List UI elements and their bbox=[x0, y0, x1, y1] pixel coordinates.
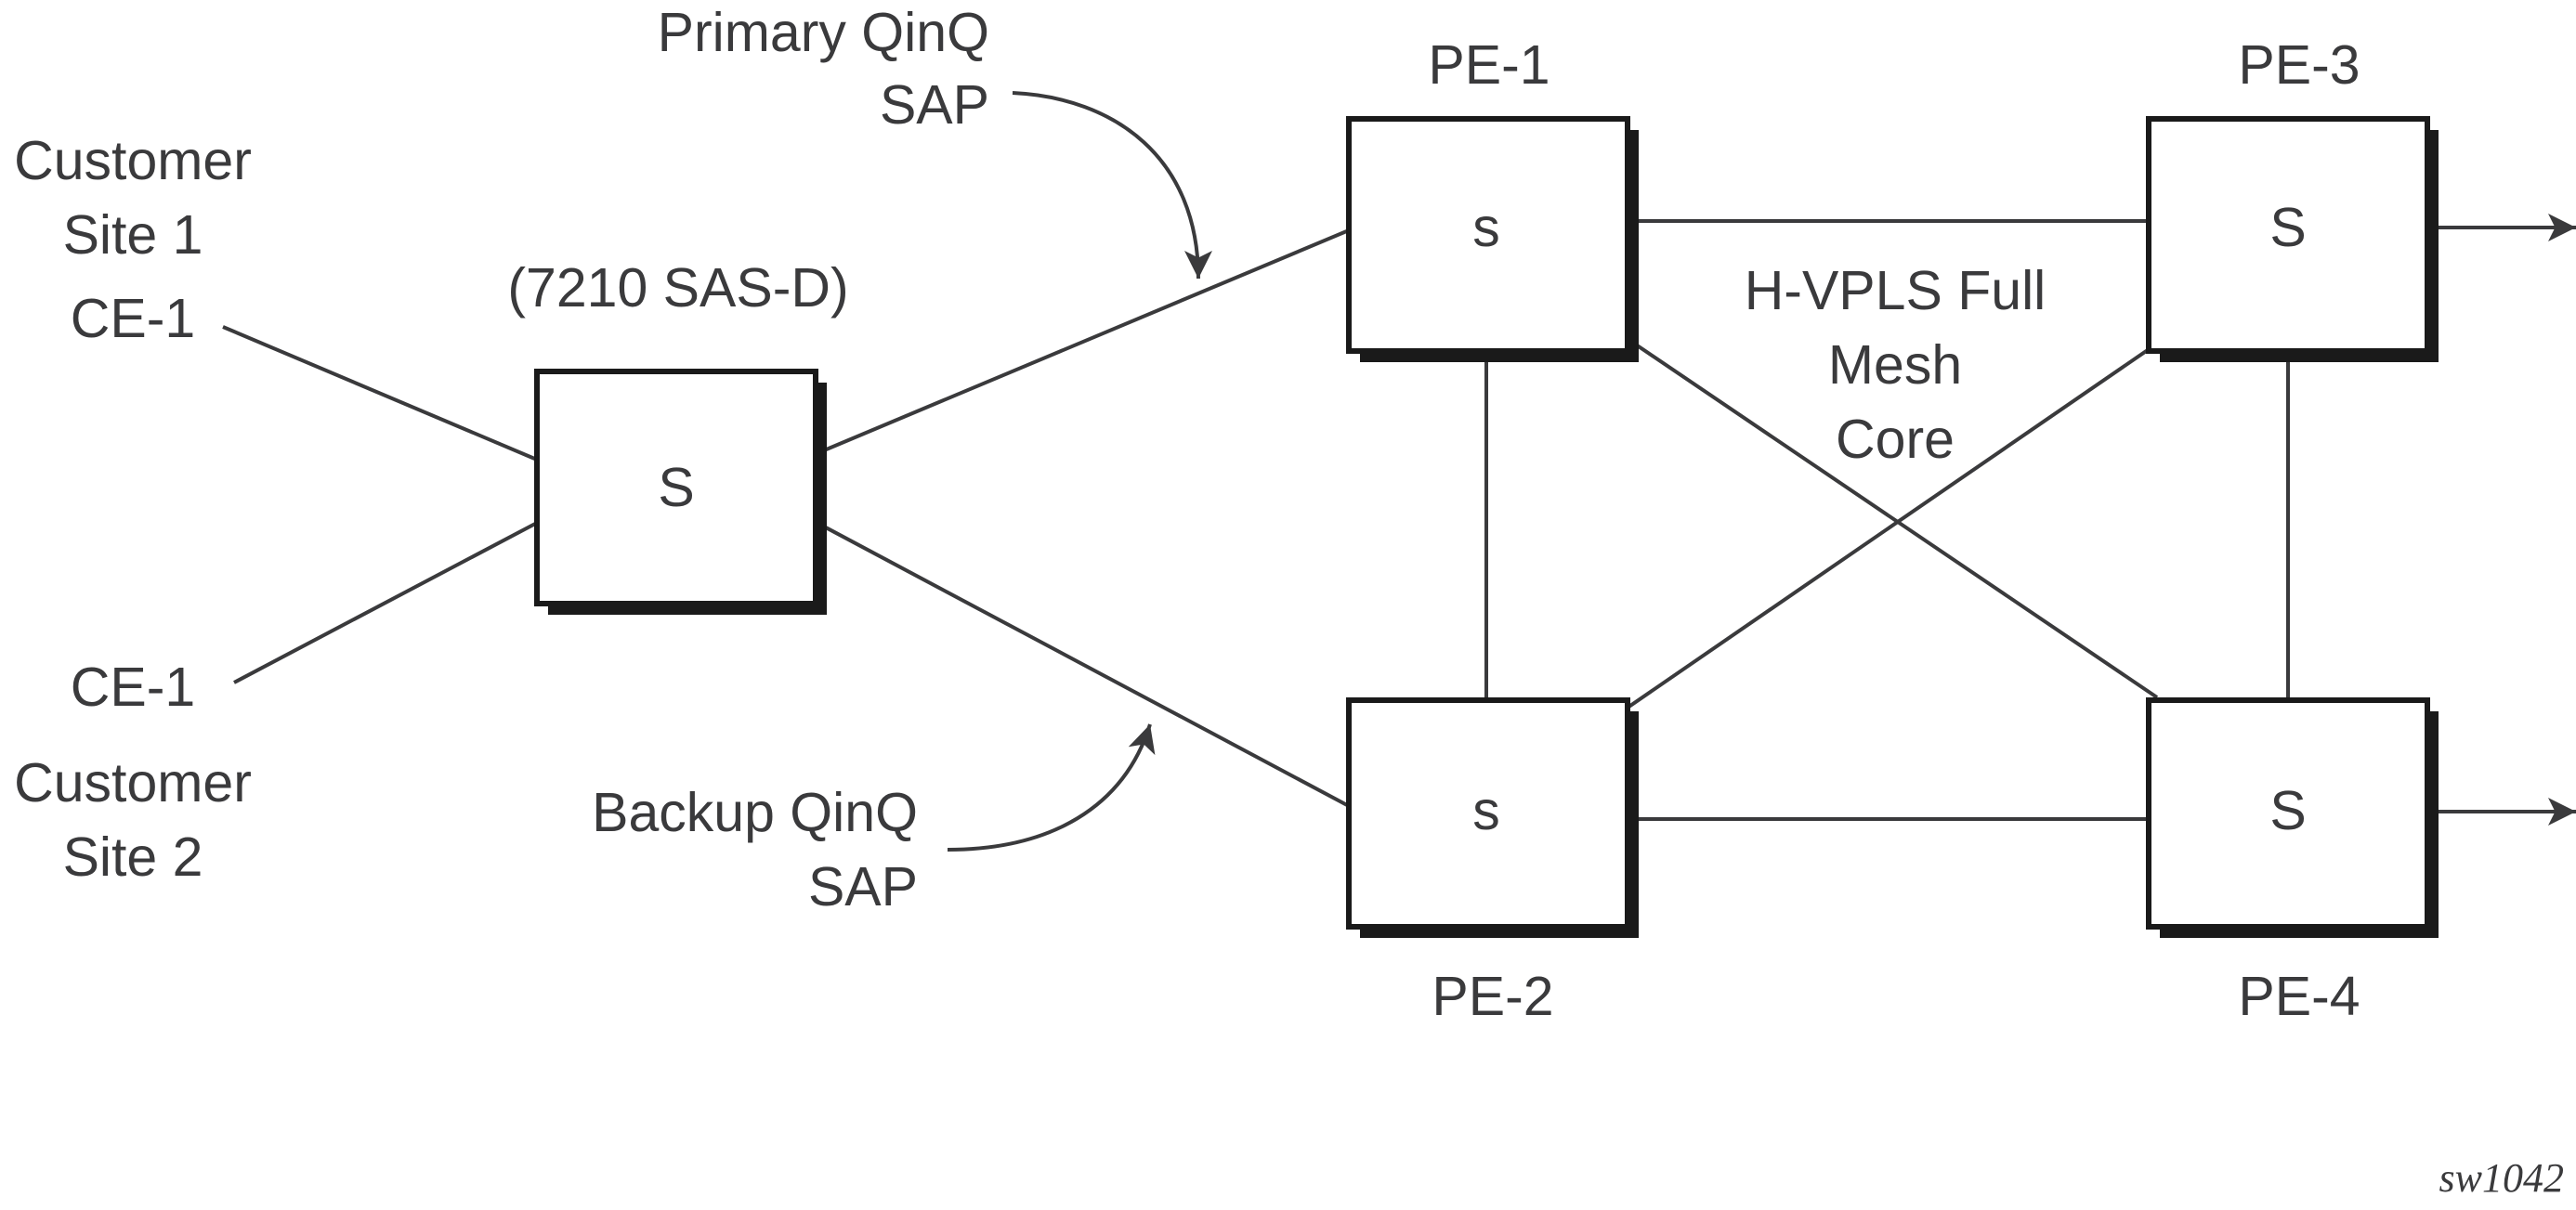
core-label-line2: Mesh bbox=[1828, 334, 1962, 396]
node-pe4: S bbox=[2146, 697, 2439, 938]
backup-sap-arrow bbox=[947, 723, 1156, 852]
customer-site-2-line2: Site 2 bbox=[63, 826, 203, 888]
node-pe1: s bbox=[1346, 116, 1639, 362]
primary-sap-label-line1: Primary QinQ bbox=[658, 2, 989, 63]
node-sas: S bbox=[534, 369, 827, 615]
core-label-line3: Core bbox=[1836, 409, 1955, 470]
figure-id: sw1042 bbox=[2439, 1155, 2564, 1201]
link-ce1-sas bbox=[222, 325, 538, 462]
customer-site-1-line2: Site 1 bbox=[63, 204, 203, 266]
link-sas-pe1 bbox=[823, 228, 1350, 452]
customer-site-1-line1: Customer bbox=[14, 130, 252, 191]
pe1-label: PE-1 bbox=[1428, 34, 1550, 96]
primary-sap-arrow bbox=[1012, 91, 1212, 280]
node-pe2-symbol: s bbox=[1472, 780, 1500, 841]
node-sas-symbol: S bbox=[658, 457, 694, 518]
customer-site-2-line1: Customer bbox=[14, 752, 252, 813]
primary-sap-label-line2: SAP bbox=[880, 74, 989, 136]
ce1-bottom-label: CE-1 bbox=[71, 657, 195, 718]
backup-sap-label-line2: SAP bbox=[808, 856, 918, 917]
link-ce1b-sas bbox=[233, 521, 538, 684]
node-pe4-symbol: S bbox=[2269, 780, 2306, 841]
labels: Primary QinQ SAP PE-1 PE-3 Customer Site… bbox=[14, 2, 2564, 1201]
pe4-label: PE-4 bbox=[2238, 966, 2360, 1027]
link-pe2-pe3 bbox=[1626, 342, 2159, 709]
link-pe1-pe4 bbox=[1626, 337, 2159, 699]
pe3-label: PE-3 bbox=[2238, 34, 2360, 96]
backup-sap-label-line1: Backup QinQ bbox=[592, 782, 918, 843]
links bbox=[222, 91, 2576, 852]
ce1-top-label: CE-1 bbox=[71, 288, 195, 349]
core-label-line1: H-VPLS Full bbox=[1745, 260, 2046, 321]
node-pe1-symbol: s bbox=[1472, 197, 1500, 258]
sas-d-label: (7210 SAS-D) bbox=[507, 257, 848, 319]
node-pe3: S bbox=[2146, 116, 2439, 362]
node-pe2: s bbox=[1346, 697, 1639, 938]
pe2-label: PE-2 bbox=[1432, 966, 1553, 1027]
node-pe3-symbol: S bbox=[2269, 197, 2306, 258]
link-sas-pe2 bbox=[823, 525, 1350, 808]
